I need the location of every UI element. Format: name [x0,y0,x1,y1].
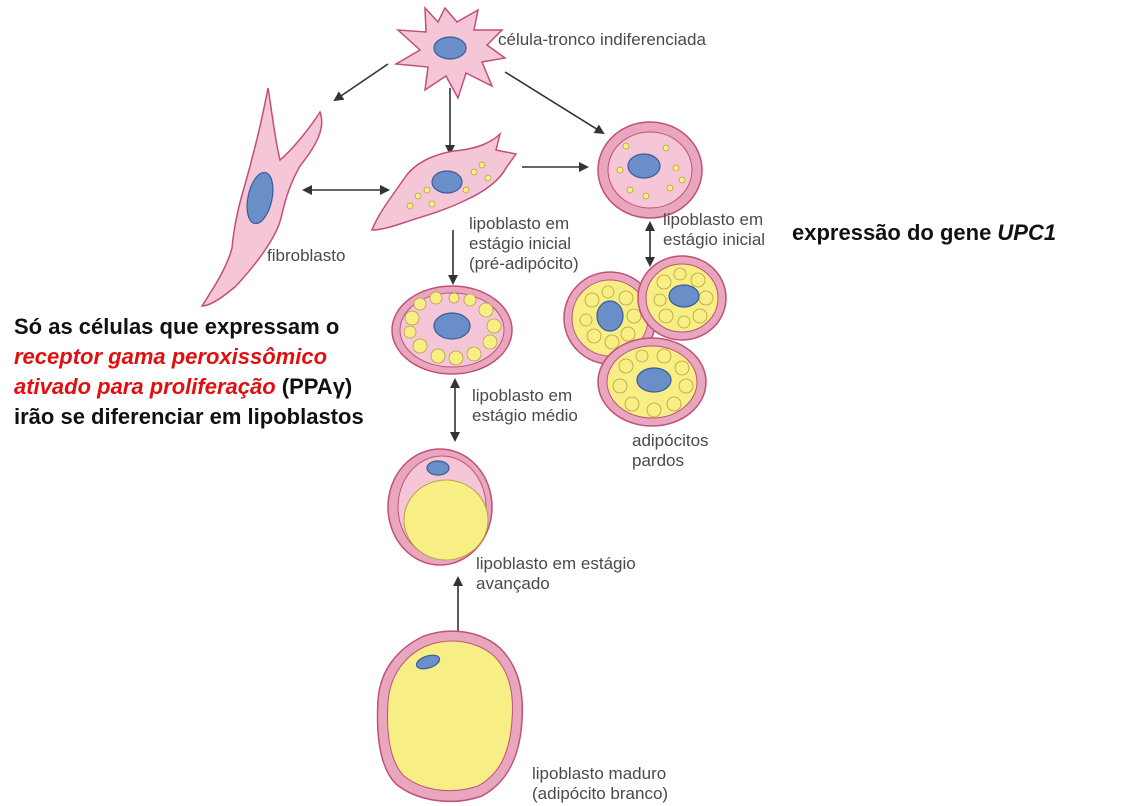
mature-lipoblast-nucleus [415,654,441,670]
brown-early-lipoblast-cell [597,121,703,219]
ppar-note-line-2: receptor gama peroxissômico [14,344,328,369]
ppar-note-line-4: irão se diferenciar em lipoblastos [14,404,364,429]
brown-adipocytes-cluster [563,255,727,427]
early-lipoblast-label-line-3: (pré-adipócito) [469,254,579,273]
ppar-note-line-1: Só as células que expressam o [14,314,340,339]
brown-early-lipoblast-nucleus [627,153,661,179]
ucp1-gene-name: UPC1 [997,220,1057,245]
early-lipoblast-label-line-1: lipoblasto em [469,214,570,233]
arrow-stem-to-brown-lipoblast [504,71,605,135]
ucp1-gene-note: expressão do gene UPC1 [792,218,1056,248]
advanced-lipoblast-label-line-2: avançado [476,574,550,593]
mature-lipoblast-label-line-1: lipoblasto maduro [532,764,667,783]
fibroblast-nucleus [246,171,274,225]
early-lipoblast-cell [370,131,518,231]
brown-early-lipoblast-label-line-1: lipoblasto em [663,210,764,229]
advanced-lipoblast-label: lipoblasto em estágio avançado [476,554,636,594]
brown-adipocyte-right [637,255,727,341]
brown-adipocytes-label-line-1: adipócitos [632,431,709,450]
stem-cell-nucleus [433,36,467,60]
ppar-note-line-3: ativado para proliferação (PPAγ) [14,372,364,402]
brown-adipocytes-label: adipócitos pardos [632,431,709,471]
advanced-lipoblast-label-line-1: lipoblasto em estágio [476,554,636,573]
ppar-note-line-3-rest: (PPAγ) [275,374,353,399]
ucp1-gene-note-prefix: expressão do gene [792,220,998,245]
mature-lipoblast-cell [376,630,524,803]
mature-lipoblast-label: lipoblasto maduro (adipócito branco) [532,764,668,804]
stem-cell [393,5,507,100]
ppar-note-line-3-red: ativado para proliferação [14,374,276,399]
fibroblast-label: fibroblasto [267,246,346,265]
arrow-stem-to-fibroblast [333,63,389,102]
mature-lipoblast-label-line-2: (adipócito branco) [532,784,669,803]
advanced-lipoblast-nucleus [426,460,450,476]
ppar-gamma-note: Só as células que expressam o receptor g… [14,312,364,432]
early-lipoblast-label: lipoblasto em estágio inicial (pré-adipó… [469,214,579,274]
stem-cell-label: célula-tronco indiferenciada [498,30,706,49]
mid-lipoblast-label-line-2: estágio médio [472,406,578,425]
mid-lipoblast-nucleus [433,312,471,340]
early-lipoblast-nucleus [431,170,463,194]
mid-lipoblast-cell [391,285,513,375]
brown-early-lipoblast-label: lipoblasto em estágio inicial [663,210,765,250]
early-lipoblast-label-line-2: estágio inicial [469,234,572,253]
fibroblast-cell [200,87,323,307]
brown-early-lipoblast-label-line-2: estágio inicial [663,230,766,249]
mid-lipoblast-label-line-1: lipoblasto em [472,386,573,405]
mid-lipoblast-label: lipoblasto em estágio médio [472,386,578,426]
brown-adipocyte-bottom [597,337,707,427]
brown-adipocytes-label-line-2: pardos [632,451,684,470]
advanced-lipoblast-cell [387,448,493,566]
